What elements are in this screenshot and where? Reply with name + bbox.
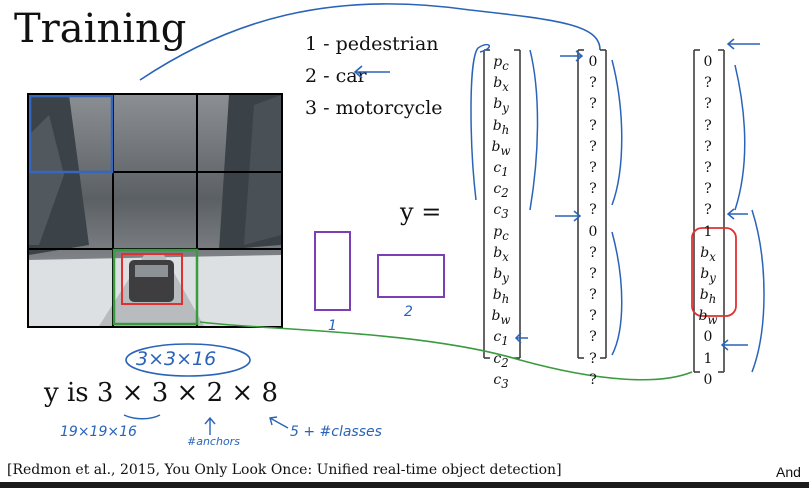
vec1-entry: pc (493, 223, 509, 243)
vec3-entry: 1 (703, 350, 713, 367)
red-highlight-box (691, 227, 737, 317)
vec3-entry: ? (704, 138, 712, 155)
vec3-left-bracket (693, 49, 700, 373)
citation-footer: [Redmon et al., 2015, You Only Look Once… (7, 462, 562, 478)
vec2-entry: ? (589, 202, 597, 219)
class-item-car: 2 - car (305, 65, 367, 87)
vec3-entry: ? (704, 117, 712, 134)
vec2-right-bracket (600, 49, 607, 359)
class-list: 1 - pedestrian 2 - car 3 - motorcycle (305, 28, 443, 124)
vec1-entry: bh (492, 117, 510, 137)
vec3-entry: ? (704, 159, 712, 176)
vec2-entry: ? (589, 181, 597, 198)
output-shape-formula: y is 3 × 3 × 2 × 8 (44, 378, 278, 408)
class-item-motorcycle: 3 - motorcycle (305, 97, 443, 119)
blue-arc-stroke (139, 3, 601, 81)
vec3-entry: 0 (703, 329, 713, 346)
vec2-entry: ? (589, 244, 597, 261)
output-vector-car: 0 ? ? ? ? ? ? ? 1 bx by bh bw 0 1 0 (697, 52, 719, 391)
vec1-entry: c3 (493, 371, 509, 391)
vec3-entry: by (700, 265, 716, 285)
vec1-entry: c2 (493, 350, 509, 370)
vec3-entry: ? (704, 75, 712, 92)
vec2-entry: ? (589, 96, 597, 113)
vec3-entry: ? (704, 96, 712, 113)
road-scene-illustration (29, 95, 281, 326)
author-footer: And (776, 464, 801, 480)
output-vector-labels: pc bx by bh bw c1 c2 c3 pc bx by bh bw c… (488, 52, 514, 391)
output-vector-background: 0 ? ? ? ? ? ? ? 0 ? ? ? ? ? ? ? (585, 52, 601, 391)
handwritten-anchors: #anchors (187, 435, 240, 448)
vec1-entry: c2 (493, 181, 509, 200)
vec3-right-bracket (718, 49, 725, 373)
vec2-entry: ? (589, 75, 597, 92)
green-link-stroke (199, 321, 693, 381)
vec3-entry: bh (699, 287, 717, 306)
vec3-entry: 1 (703, 223, 713, 240)
anchor-box-1 (314, 231, 351, 311)
vec1-entry: bx (493, 244, 509, 264)
slide-title: Training (14, 6, 187, 52)
vec1-entry: c1 (493, 159, 509, 179)
grid-image (27, 93, 283, 328)
vec2-entry: ? (589, 265, 597, 282)
y-equals-label: y = (400, 198, 442, 226)
vec2-left-bracket (577, 49, 584, 359)
vec2-entry: 0 (588, 223, 598, 240)
vec1-entry: c1 (493, 329, 509, 349)
vec1-entry: c3 (493, 202, 509, 222)
vec2-entry: ? (589, 371, 597, 388)
vec3-entry: 0 (703, 54, 713, 70)
handwritten-classes-note: 5 + #classes (290, 424, 382, 440)
vec1-entry: bx (493, 75, 509, 94)
vec1-entry: bw (491, 138, 511, 158)
vec2-entry: ? (589, 308, 597, 325)
class-item-pedestrian: 1 - pedestrian (305, 33, 439, 55)
car-arrow (353, 65, 390, 79)
vec1-entry: pc (493, 54, 509, 73)
vec2-entry: ? (589, 329, 597, 346)
handwritten-circled-formula: 3×3×16 (136, 348, 217, 370)
circled-formula-ring (125, 343, 251, 377)
vec1-right-bracket (514, 49, 521, 359)
vec2-entry: ? (589, 350, 597, 367)
vec3-entry: ? (704, 181, 712, 198)
vec1-entry: bw (491, 308, 511, 328)
vec2-entry: ? (589, 159, 597, 176)
vec3-entry: bw (698, 308, 718, 328)
vec3-entry: 0 (703, 371, 713, 388)
vec1-entry: by (493, 265, 509, 285)
bottom-bar (0, 482, 809, 488)
vec2-entry: 0 (588, 54, 598, 70)
handwritten-grid-size: 19×19×16 (60, 424, 137, 440)
vec2-entry: ? (589, 117, 597, 134)
vec3-entry: ? (704, 202, 712, 219)
anchor-box-2 (377, 254, 445, 298)
vec3-entry: bx (700, 244, 716, 264)
handwritten-box2-label: 2 (404, 304, 413, 320)
handwritten-box1-label: 1 (328, 318, 337, 334)
vec1-entry: by (493, 96, 509, 116)
vec2-entry: ? (589, 138, 597, 155)
vec2-entry: ? (589, 287, 597, 304)
vec1-entry: bh (492, 287, 510, 306)
